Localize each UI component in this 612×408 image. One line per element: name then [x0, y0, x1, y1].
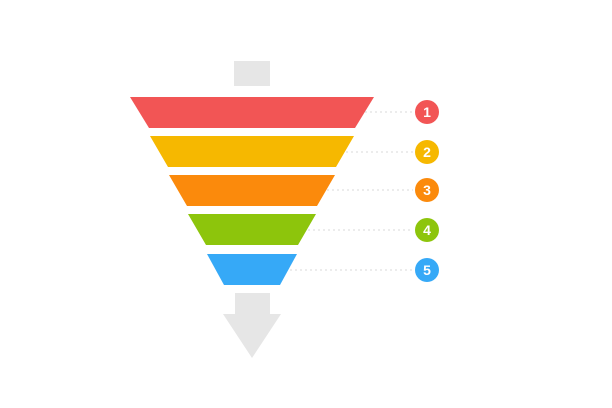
level-badge-label: 1: [423, 104, 431, 120]
level-badge-1: 1: [415, 100, 439, 124]
level-badge-circle: [415, 100, 439, 124]
level-badge-circle: [415, 140, 439, 164]
level-badge-circle: [415, 258, 439, 282]
funnel-level-2: [150, 136, 354, 167]
funnel-level-4: [188, 214, 316, 245]
level-badge-3: 3: [415, 178, 439, 202]
funnel-input-block: [234, 61, 270, 86]
level-badge-4: 4: [415, 218, 439, 242]
funnel-level-5: [207, 254, 297, 285]
funnel-level-1: [130, 97, 374, 128]
level-badge-circle: [415, 178, 439, 202]
level-badge-circle: [415, 218, 439, 242]
level-badge-2: 2: [415, 140, 439, 164]
level-badge-5: 5: [415, 258, 439, 282]
level-badge-label: 5: [423, 262, 431, 278]
funnel-level-3: [169, 175, 335, 206]
funnel-output-arrow: [223, 293, 281, 358]
level-badge-label: 4: [423, 222, 431, 238]
level-badge-label: 2: [423, 144, 431, 160]
level-badge-label: 3: [423, 182, 431, 198]
